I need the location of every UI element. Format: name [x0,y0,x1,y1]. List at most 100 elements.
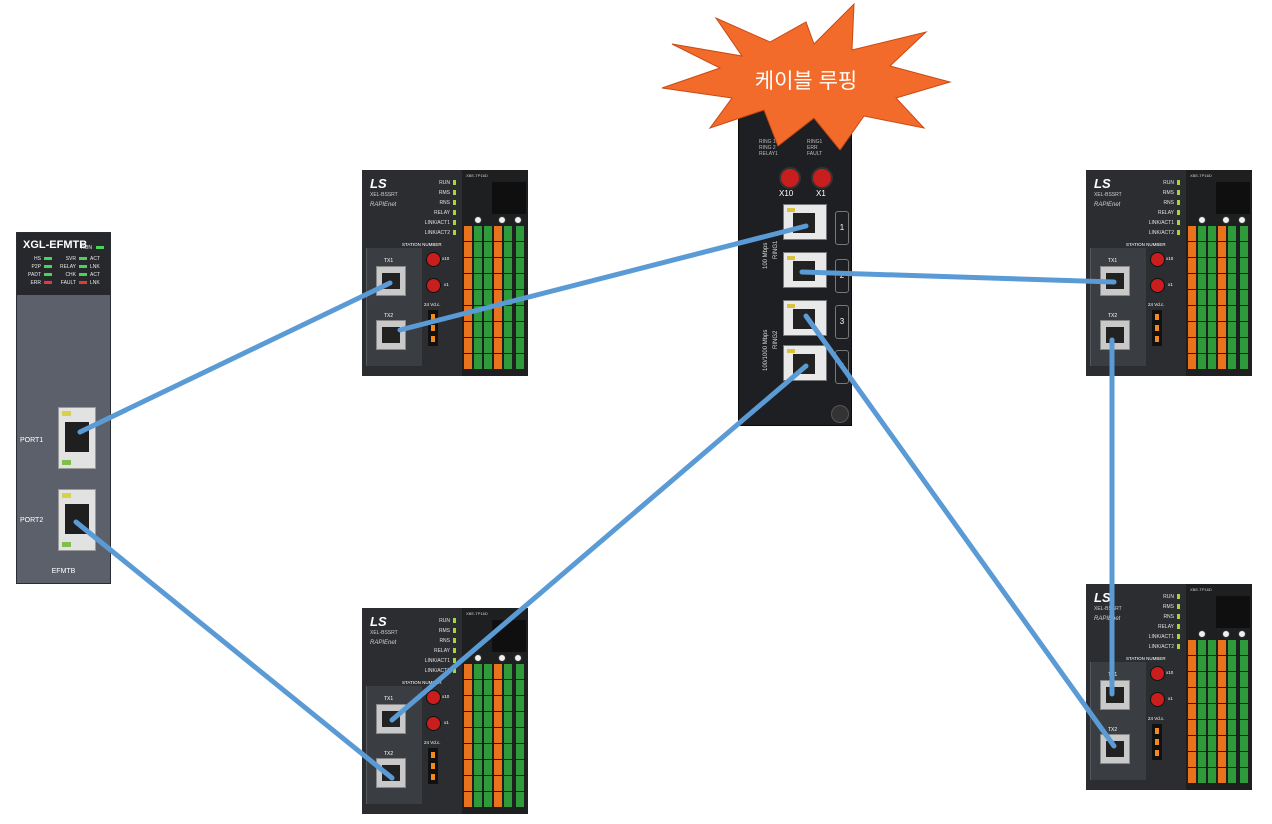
terminal-pin [504,322,512,337]
switch-port-3[interactable] [783,300,827,336]
tx2-label: TX2 [384,751,394,757]
terminal-pin [1208,322,1216,337]
node-led-label: LINK/ACT1 [1148,220,1174,226]
node-led-label: RNS [1163,614,1174,620]
node-led-label: RNS [439,200,450,206]
dial-label-x10: x10 [1166,256,1174,261]
supply-voltage-label: 24 Vd.c. [424,740,441,745]
tx1-label: TX1 [384,258,394,264]
terminal-pin [484,712,492,727]
terminal-pin [474,306,482,321]
station-dial-x1[interactable] [1150,278,1165,293]
tx2-port[interactable] [376,320,406,350]
screw-icon [1238,630,1246,638]
node-led: RUN [1120,180,1180,186]
terminal-pin [484,792,492,807]
terminal-pin [1208,242,1216,257]
terminal-pin [1228,274,1236,289]
terminal-pin [516,712,524,727]
terminal-pin [1228,640,1236,655]
terminal-pin [464,354,472,369]
led-row-4: ERR FAULT LNK [21,279,107,287]
rotary-switch-x10[interactable] [779,167,801,189]
station-dial-x10[interactable] [426,252,441,267]
terminal-pin [1198,656,1206,671]
screw-icon [1198,216,1206,224]
node-led-label: RMS [438,628,450,634]
node-led-indicator [453,618,456,624]
led-indicator [44,257,52,260]
terminal-pin [1228,306,1236,321]
terminal-pin [484,290,492,305]
node-led: RUN [396,618,456,624]
terminal-pin [1198,736,1206,751]
terminal-pin [494,338,502,353]
port1-jack[interactable] [58,407,96,469]
node-led-label: RELAY [1157,624,1174,630]
tx2-port[interactable] [376,758,406,788]
terminal-pin [484,274,492,289]
node-led-indicator [1177,624,1180,630]
station-dial-x1[interactable] [426,716,441,731]
terminal-block: XBE-TP16D [462,170,528,376]
terminal-pin [504,760,512,775]
ls-logo: LS [1094,176,1111,191]
terminal-pin [504,242,512,257]
terminal-pin [504,258,512,273]
tx2-label: TX2 [1108,313,1118,319]
node-brand: RAPIEnet [1094,202,1121,208]
station-dial-x10[interactable] [1150,252,1165,267]
node-led: RUN [396,180,456,186]
terminal-pin [494,354,502,369]
station-dial-x1[interactable] [1150,692,1165,707]
terminal-pin [1208,640,1216,655]
terminal-pin [1218,688,1226,703]
station-dial-x1[interactable] [426,278,441,293]
node-led-indicator [1177,230,1180,236]
switch-port-4[interactable] [783,345,827,381]
node-led: RELAY [1120,210,1180,216]
terminal-pin [474,354,482,369]
terminal-pin [1188,736,1196,751]
terminal-pin [504,728,512,743]
node-led: LINK/ACT1 [396,658,456,664]
node-led-indicator [1177,190,1180,196]
tx2-port[interactable] [1100,320,1130,350]
node-led-indicator [453,200,456,206]
terminal-pin [484,338,492,353]
node-led-indicator [1177,180,1180,186]
terminal-pin [1208,338,1216,353]
led-label: RELAY [59,264,76,270]
terminal-pin [1198,242,1206,257]
terminal-pin [494,258,502,273]
node-led-indicator [453,220,456,226]
terminal-pin [464,664,472,679]
terminal-pin [1188,688,1196,703]
terminal-pin [494,290,502,305]
station-dial-x10[interactable] [426,690,441,705]
terminal-pin [494,226,502,241]
rotary-switch-x1[interactable] [811,167,833,189]
node-led-label: RMS [438,190,450,196]
terminal-pin [1208,290,1216,305]
terminal-cover [1216,596,1250,628]
led-indicator [79,273,87,276]
node-led-indicator [1177,220,1180,226]
terminal-pin [484,258,492,273]
terminal-pin [464,680,472,695]
terminal-pin [504,792,512,807]
node-led-label: LINK/ACT2 [424,668,450,674]
terminal-pin [516,274,524,289]
supply-voltage-label: 24 Vd.c. [1148,716,1165,721]
terminal-pin [494,322,502,337]
led-label: ACT [90,256,100,262]
node-led-label: RNS [1163,200,1174,206]
terminal-pin [464,712,472,727]
station-dial-x10[interactable] [1150,666,1165,681]
terminal-pin [516,744,524,759]
led-indicator [79,265,87,268]
tx1-label: TX1 [1108,258,1118,264]
terminal-cover [492,620,526,652]
tx1-port[interactable] [1100,680,1130,710]
